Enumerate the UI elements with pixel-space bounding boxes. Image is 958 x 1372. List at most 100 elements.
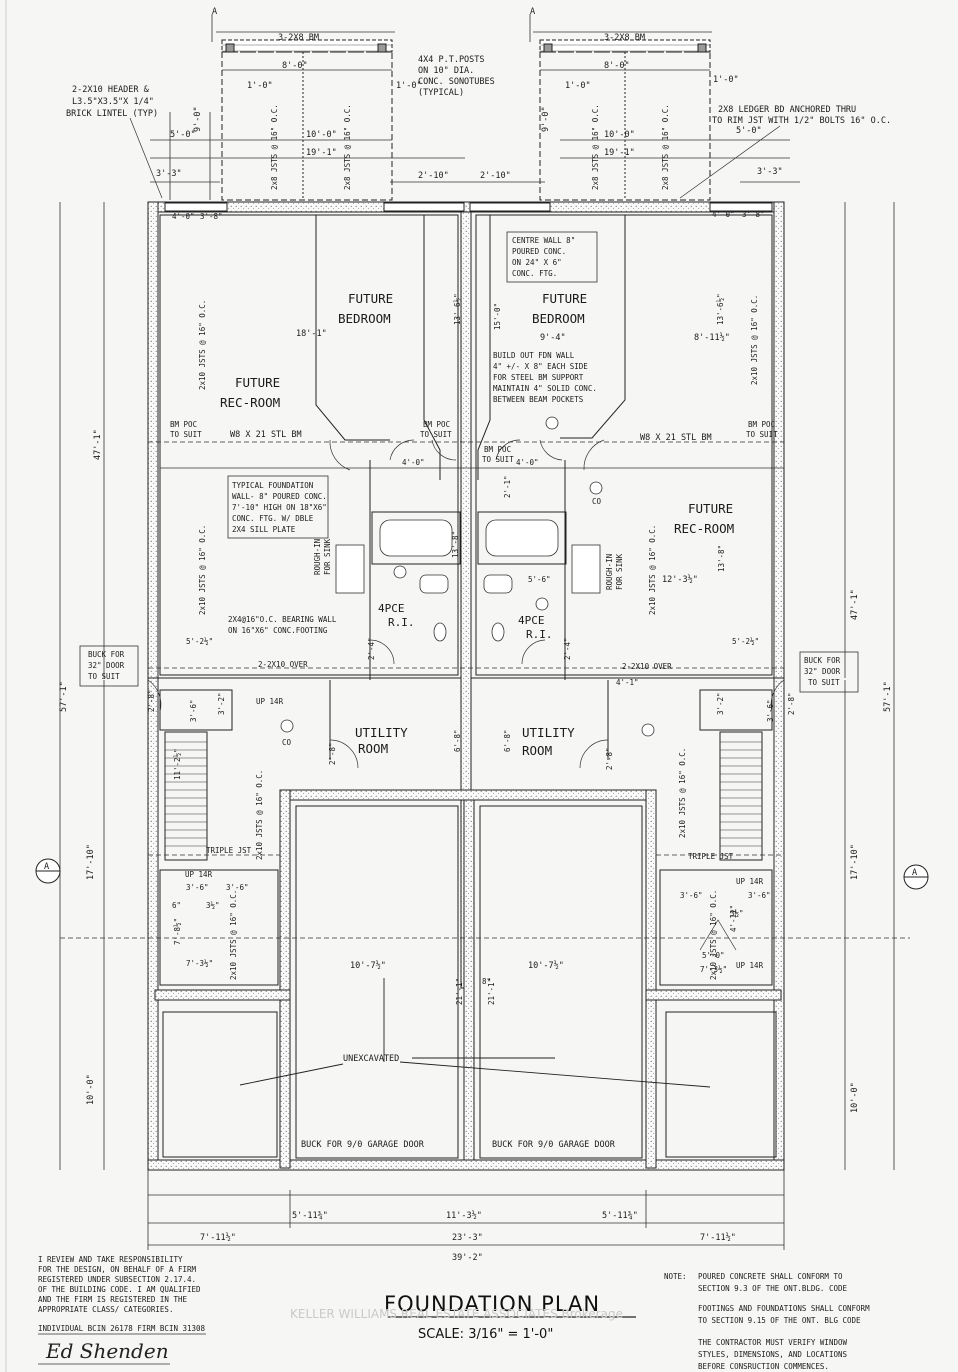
room-utility-left-1: UTILITY <box>355 725 408 740</box>
dim-5-6: 5'-6" <box>528 575 551 584</box>
note-header-over-right: 2-2X10 OVER <box>622 662 672 671</box>
svg-text:WALL- 8" POURED CONC.: WALL- 8" POURED CONC. <box>232 492 327 501</box>
dim-3-6-f: 3'-6" <box>748 891 771 900</box>
room-future-recroom-right-1: FUTURE <box>688 501 733 516</box>
note-bm-poc-1: BM POC <box>170 420 197 429</box>
dim-3-6-right: 3'-6" <box>766 699 775 722</box>
foundation-walls <box>147 201 785 1171</box>
dim-7-3-left: 7'-3½" <box>186 959 213 968</box>
deck-left-dim-side-b: 1'-0" <box>396 81 422 91</box>
deck-left-beam-label: 3-2X8 BM <box>278 33 319 43</box>
note-header-3: BRICK LINTEL (TYP) <box>66 109 158 119</box>
note-typical-foundation: TYPICAL FOUNDATION WALL- 8" POURED CONC.… <box>227 475 329 539</box>
dim-2-1: 2'-1" <box>503 475 512 498</box>
dim-top-19-1-right: 19'-1" <box>604 148 635 158</box>
top-dimension-lines <box>150 14 800 200</box>
dim-13-8-right: 13'-8" <box>717 545 726 572</box>
svg-text:BETWEEN BEAM POCKETS: BETWEEN BEAM POCKETS <box>493 395 584 404</box>
general-notes: NOTE: POURED CONCRETE SHALL CONFORM TO S… <box>664 1272 870 1371</box>
joists-d: 2x10 JSTS @ 16" O.C. <box>648 525 657 615</box>
note-up-14r-2: UP 14R <box>185 870 213 879</box>
dim-4-11: 4'-11" <box>729 905 738 932</box>
dim-5-11-right: 5'-11¾" <box>602 1211 638 1221</box>
room-utility-left-2: ROOM <box>358 741 388 756</box>
label-garage-door-left: BUCK FOR 9/0 GARAGE DOOR <box>301 1140 425 1150</box>
note-header-2: L3.5"X3.5"X 1/4" <box>72 97 154 107</box>
top-marker-left: A <box>212 7 217 17</box>
section-marker-left: A <box>35 858 61 884</box>
svg-text:I REVIEW AND TAKE RESPONSIBILI: I REVIEW AND TAKE RESPONSIBILITY <box>38 1255 183 1264</box>
joists-e: 2x10 JSTS @ 16" O.C. <box>255 770 264 860</box>
dim-21-1-right: 21'-1" <box>487 978 496 1005</box>
section-marker-right: A <box>903 864 929 890</box>
dim-8-11: 8'-11½" <box>694 332 730 343</box>
top-marker-right: A <box>530 7 535 17</box>
note-rough-in-right-2: FOR SINK <box>615 553 624 590</box>
dim-3-6-c: 3'-6" <box>186 883 209 892</box>
svg-text:AND THE FIRM IS REGISTERED IN: AND THE FIRM IS REGISTERED IN THE <box>38 1295 187 1304</box>
joists-f: 2x10 JSTS @ 16" O.C. <box>678 748 687 838</box>
dim-13-6-right: 13'-6½" <box>716 293 725 325</box>
note-bearing-wall-2: ON 16"X6" CONC.FOOTING <box>228 626 328 635</box>
dim-top-10-0-right: 10'-0" <box>604 130 635 140</box>
room-future-bedroom-left-2: BEDROOM <box>338 311 391 326</box>
beam-lines <box>60 441 910 939</box>
note-ledger-1: 2X8 LEDGER BD ANCHORED THRU <box>718 105 856 115</box>
room-future-recroom-left-2: REC-ROOM <box>220 395 280 410</box>
joists-c: 2x10 JSTS @ 16" O.C. <box>198 525 207 615</box>
room-future-recroom-left-1: FUTURE <box>235 375 280 390</box>
dim-6-8-left: 6'-8" <box>453 729 462 752</box>
dim-2-8-a: 2'-8" <box>147 689 156 712</box>
dim-2-4-left: 2'-4" <box>367 637 376 660</box>
svg-text:NOTE:: NOTE: <box>664 1272 687 1281</box>
svg-text:FOR STEEL BM SUPPORT: FOR STEEL BM SUPPORT <box>493 373 584 382</box>
dim-4-0-right: 4'-0" <box>516 458 539 467</box>
svg-text:MAINTAIN 4" SOLID CONC.: MAINTAIN 4" SOLID CONC. <box>493 384 597 393</box>
note-triple-jst-right: TRIPLE JST <box>688 852 734 861</box>
deck-right-dim-side-b: 1'-0" <box>713 75 739 85</box>
note-posts-4: (TYPICAL) <box>418 88 464 98</box>
dim-13-6-left: 13'-6½" <box>453 293 462 325</box>
dim-10-7-right: 10'-7½" <box>528 960 564 971</box>
unexcavated-arrows <box>239 978 711 1088</box>
deck-left-dim-total: 8'-0" <box>282 61 308 71</box>
svg-text:A: A <box>44 862 49 872</box>
dim-57-1-left: 57'-1" <box>59 681 69 712</box>
dim-57-1-right: 57'-1" <box>883 681 893 712</box>
dim-23-3: 23'-3" <box>452 1233 483 1243</box>
dim-top-10-0-left: 10'-0" <box>306 130 337 140</box>
dim-top-3-3-left: 3'-3" <box>156 169 182 179</box>
note-steel-beam-left: W8 X 21 STL BM <box>230 430 302 440</box>
svg-text:STYLES, DIMENSIONS, AND LOCATI: STYLES, DIMENSIONS, AND LOCATIONS <box>698 1350 847 1359</box>
dim-10-0-left: 10'-0" <box>86 1074 96 1105</box>
watermark: KELLER WILLIAMS REAL ESTATE ASSOCIATES B… <box>290 1307 623 1321</box>
dim-4-0-left: 4'-0" <box>402 458 425 467</box>
dim-47-1-right: 47'-1" <box>850 589 860 620</box>
note-posts-3: CONC. SONOTUBES <box>418 77 495 87</box>
note-bm-poc-3b: TO SUIT <box>482 455 514 464</box>
note-build-out: BUILD OUT FDN WALL 4" +/- X 8" EACH SIDE… <box>493 351 597 404</box>
note-rough-in-left-1: ROUGH-IN <box>313 539 322 575</box>
note-up-14r-3: UP 14R <box>736 877 764 886</box>
note-rough-in-right-1: ROUGH-IN <box>605 554 614 590</box>
svg-text:7'-10" HIGH ON 18"X6": 7'-10" HIGH ON 18"X6" <box>232 503 327 512</box>
svg-text:2X4 SILL PLATE: 2X4 SILL PLATE <box>232 525 296 534</box>
svg-text:CONC. FTG.: CONC. FTG. <box>512 269 557 278</box>
note-ledger-2: TO RIM JST WITH 1/2" BOLTS 16" O.C. <box>712 116 891 126</box>
note-steel-beam-right: W8 X 21 STL BM <box>640 433 712 443</box>
note-up-14r-1: UP 14R <box>256 697 284 706</box>
dim-17-10-right: 17'-10" <box>850 844 860 880</box>
svg-text:CONC. FTG. W/ DBLE: CONC. FTG. W/ DBLE <box>232 514 314 523</box>
deck-left-depth: 9'-0" <box>193 106 203 132</box>
svg-text:POURED CONC.: POURED CONC. <box>512 247 566 256</box>
note-bearing-wall-1: 2X4@16"O.C. BEARING WALL <box>228 615 337 624</box>
door-swings <box>147 439 785 951</box>
svg-text:OF THE BUILDING CODE. I AM QUA: OF THE BUILDING CODE. I AM QUALIFIED <box>38 1285 201 1294</box>
note-buck-door-right: BUCK FOR 32" DOOR TO SUIT <box>799 651 859 693</box>
dim-15-0: 15'-0" <box>493 303 502 330</box>
note-header-over-left: 2-2X10 OVER <box>258 660 308 669</box>
deck-right-dim-total: 8'-0" <box>604 61 630 71</box>
note-rough-in-left-2: FOR SINK <box>323 538 332 575</box>
deck-left-joists: 2x8 JSTS @ 16" O.C. <box>270 104 279 190</box>
